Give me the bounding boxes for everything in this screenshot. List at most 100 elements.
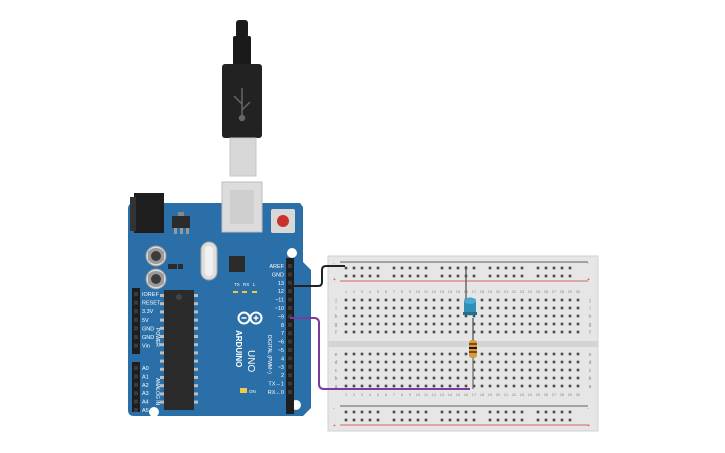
rail-hole[interactable] <box>416 410 420 414</box>
breadboard-hole[interactable] <box>424 314 428 318</box>
breadboard-hole[interactable] <box>376 314 380 318</box>
breadboard-hole[interactable] <box>424 330 428 334</box>
breadboard-hole[interactable] <box>416 360 420 364</box>
rail-hole[interactable] <box>488 266 492 270</box>
rail-hole[interactable] <box>400 274 404 278</box>
rail-hole[interactable] <box>368 418 372 422</box>
breadboard-hole[interactable] <box>416 376 420 380</box>
breadboard-hole[interactable] <box>528 322 532 326</box>
breadboard-hole[interactable] <box>472 376 476 380</box>
rail-hole[interactable] <box>440 418 444 422</box>
header-pin-hole[interactable] <box>288 364 292 369</box>
breadboard-hole[interactable] <box>520 384 524 388</box>
breadboard-hole[interactable] <box>488 298 492 302</box>
breadboard-hole[interactable] <box>576 376 580 380</box>
breadboard-hole[interactable] <box>536 314 540 318</box>
breadboard-hole[interactable] <box>464 314 468 318</box>
breadboard-hole[interactable] <box>560 360 564 364</box>
breadboard-hole[interactable] <box>544 322 548 326</box>
breadboard-hole[interactable] <box>384 306 388 310</box>
breadboard-hole[interactable] <box>440 384 444 388</box>
breadboard-hole[interactable] <box>344 330 348 334</box>
gnd-wire[interactable] <box>290 265 345 287</box>
resistor[interactable] <box>469 334 477 389</box>
breadboard-hole[interactable] <box>352 306 356 310</box>
header-pin-hole[interactable] <box>134 391 138 396</box>
rail-hole[interactable] <box>512 418 516 422</box>
breadboard-hole[interactable] <box>376 330 380 334</box>
breadboard-hole[interactable] <box>520 298 524 302</box>
breadboard-hole[interactable] <box>344 322 348 326</box>
breadboard-hole[interactable] <box>400 376 404 380</box>
header-pin-hole[interactable] <box>288 322 292 327</box>
rail-hole[interactable] <box>496 266 500 270</box>
breadboard-hole[interactable] <box>536 360 540 364</box>
breadboard-hole[interactable] <box>432 298 436 302</box>
breadboard-hole[interactable] <box>568 306 572 310</box>
breadboard-hole[interactable] <box>440 368 444 372</box>
breadboard-hole[interactable] <box>512 384 516 388</box>
breadboard-hole[interactable] <box>488 322 492 326</box>
breadboard-hole[interactable] <box>544 314 548 318</box>
breadboard-hole[interactable] <box>384 368 388 372</box>
header-pin-hole[interactable] <box>288 331 292 336</box>
header-pin-hole[interactable] <box>288 339 292 344</box>
breadboard-hole[interactable] <box>456 314 460 318</box>
breadboard-hole[interactable] <box>344 360 348 364</box>
breadboard-hole[interactable] <box>456 322 460 326</box>
breadboard-hole[interactable] <box>440 322 444 326</box>
breadboard-hole[interactable] <box>560 314 564 318</box>
breadboard-hole[interactable] <box>488 306 492 310</box>
rail-hole[interactable] <box>512 410 516 414</box>
breadboard-hole[interactable] <box>360 306 364 310</box>
breadboard-hole[interactable] <box>384 322 388 326</box>
breadboard-hole[interactable] <box>560 352 564 356</box>
breadboard-hole[interactable] <box>440 314 444 318</box>
header-pin-hole[interactable] <box>288 264 292 268</box>
rail-hole[interactable] <box>376 274 380 278</box>
breadboard-hole[interactable] <box>576 322 580 326</box>
rail-hole[interactable] <box>392 418 396 422</box>
breadboard-hole[interactable] <box>528 376 532 380</box>
breadboard-hole[interactable] <box>528 352 532 356</box>
rail-hole[interactable] <box>536 266 540 270</box>
rail-hole[interactable] <box>424 418 428 422</box>
rail-hole[interactable] <box>400 418 404 422</box>
breadboard-hole[interactable] <box>464 330 468 334</box>
header-pin-hole[interactable] <box>288 314 292 319</box>
breadboard-hole[interactable] <box>576 330 580 334</box>
rail-hole[interactable] <box>552 410 556 414</box>
breadboard-hole[interactable] <box>416 314 420 318</box>
breadboard-hole[interactable] <box>408 376 412 380</box>
rail-hole[interactable] <box>408 274 412 278</box>
breadboard-hole[interactable] <box>368 314 372 318</box>
breadboard-hole[interactable] <box>456 298 460 302</box>
breadboard-hole[interactable] <box>544 352 548 356</box>
breadboard-hole[interactable] <box>472 330 476 334</box>
header-pin-hole[interactable] <box>288 390 292 394</box>
breadboard-hole[interactable] <box>368 298 372 302</box>
breadboard-hole[interactable] <box>360 376 364 380</box>
rail-hole[interactable] <box>544 266 548 270</box>
breadboard-hole[interactable] <box>440 376 444 380</box>
breadboard-hole[interactable] <box>368 330 372 334</box>
breadboard-hole[interactable] <box>544 330 548 334</box>
header-pin-hole[interactable] <box>134 343 138 348</box>
breadboard-hole[interactable] <box>512 314 516 318</box>
breadboard-hole[interactable] <box>368 322 372 326</box>
breadboard-hole[interactable] <box>576 298 580 302</box>
breadboard-hole[interactable] <box>568 352 572 356</box>
breadboard-hole[interactable] <box>408 360 412 364</box>
rail-hole[interactable] <box>488 410 492 414</box>
breadboard-hole[interactable] <box>456 376 460 380</box>
breadboard-hole[interactable] <box>384 330 388 334</box>
breadboard-hole[interactable] <box>488 352 492 356</box>
breadboard-hole[interactable] <box>408 352 412 356</box>
breadboard-hole[interactable] <box>408 330 412 334</box>
breadboard-hole[interactable] <box>552 298 556 302</box>
breadboard-hole[interactable] <box>448 376 452 380</box>
breadboard-hole[interactable] <box>520 322 524 326</box>
breadboard-hole[interactable] <box>552 352 556 356</box>
breadboard-hole[interactable] <box>496 384 500 388</box>
breadboard-hole[interactable] <box>376 306 380 310</box>
